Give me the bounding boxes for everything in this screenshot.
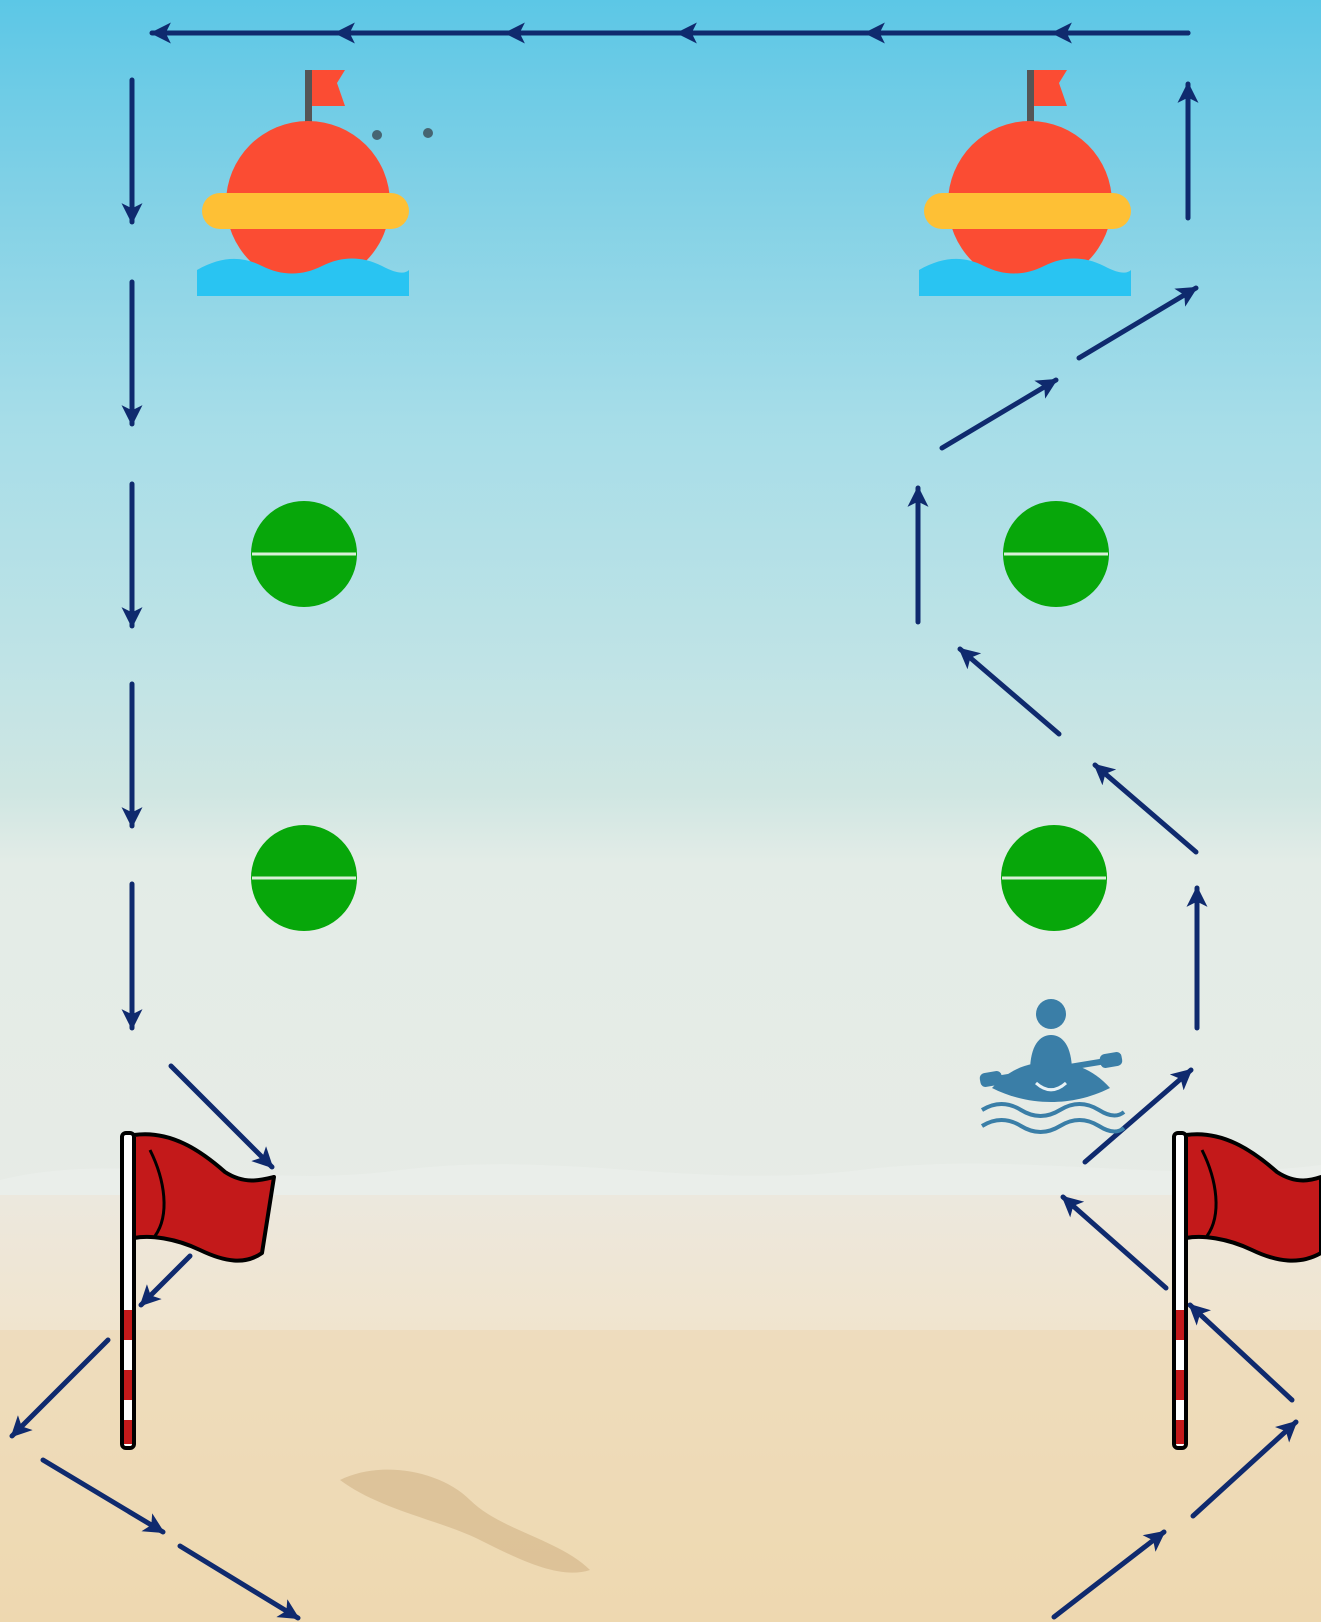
course-marker-left-upper-icon (251, 501, 357, 607)
sea (0, 0, 1321, 1200)
course-marker-left-lower-icon (251, 825, 357, 931)
sand-shade (0, 1330, 1321, 1622)
course-marker-right-lower-icon (1001, 825, 1107, 931)
course-marker-right-upper-icon (1003, 501, 1109, 607)
